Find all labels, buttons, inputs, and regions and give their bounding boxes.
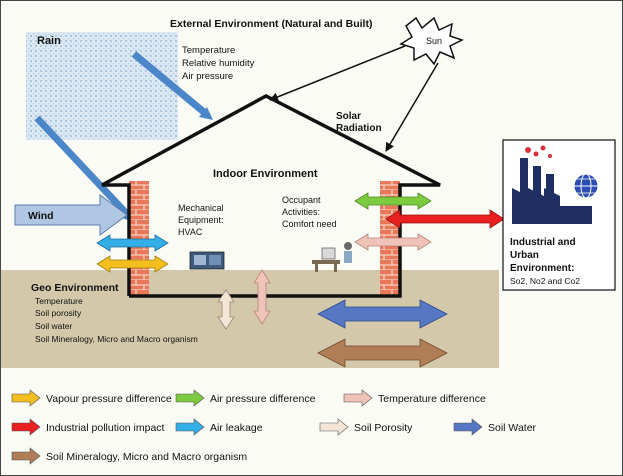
temperature-difference-arrow-floor [253, 269, 271, 325]
svg-text:HVAC: HVAC [178, 227, 203, 237]
sun-label: Sun [426, 36, 442, 46]
globe-icon [573, 173, 599, 199]
legend-item: Soil Mineralogy, Micro and Macro organis… [11, 447, 247, 465]
legend-item: Soil Porosity [319, 418, 413, 436]
soil-mineralogy-arrow [317, 338, 448, 368]
legend-label: Air pressure difference [210, 393, 316, 405]
svg-text:Activities:: Activities: [282, 207, 320, 217]
legend-label: Industrial pollution impact [46, 422, 165, 434]
atmosphere-temperature: Temperature [182, 45, 235, 56]
industrial-title-3: Environment: [510, 263, 574, 274]
svg-text:Occupant: Occupant [282, 195, 321, 205]
legend-label: Air leakage [210, 422, 263, 434]
rain-area [26, 32, 178, 140]
soil-porosity-arrow [217, 289, 235, 330]
geo-environment-list: Temperature Soil porosity Soil water Soi… [35, 296, 198, 344]
legend-swatch [175, 389, 205, 407]
industrial-pollution-arrow [385, 209, 505, 229]
air-pressure-arrow [354, 192, 432, 210]
indoor-environment-label: Indoor Environment [213, 168, 318, 180]
legend-item: Temperature difference [343, 389, 486, 407]
solar-radiation-label-2: Radiation [336, 123, 382, 134]
factory-icon [512, 145, 592, 224]
legend-label: Soil Porosity [354, 422, 413, 434]
legend: Vapour pressure difference Air pressure d… [11, 389, 537, 465]
left-brick-wall [129, 181, 149, 295]
industrial-pollutants: So2, No2 and Co2 [510, 276, 580, 286]
legend-item: Air leakage [175, 418, 263, 436]
legend-label: Vapour pressure difference [46, 393, 172, 405]
legend-swatch [319, 418, 349, 436]
sun-icon: Sun [399, 16, 464, 66]
legend-swatch [11, 447, 41, 465]
wind-label: Wind [28, 210, 54, 222]
left-wall-air-leakage-arrow [96, 234, 169, 252]
rain-label: Rain [37, 35, 61, 47]
legend-swatch [175, 418, 205, 436]
sun-to-wall-arrow [385, 62, 439, 152]
geo-environment-title: Geo Environment [31, 282, 119, 294]
hvac-unit-icon [189, 251, 225, 270]
left-wall-vapour-arrow [96, 255, 169, 273]
atmosphere-humidity: Relative humidity [182, 58, 255, 69]
legend-swatch [11, 389, 41, 407]
mechanical-equipment-label: Mechanical Equipment: HVAC [178, 203, 224, 237]
svg-text:Comfort need: Comfort need [282, 219, 337, 229]
svg-text:Equipment:: Equipment: [178, 215, 224, 225]
atmosphere-list: Temperature Relative humidity Air pressu… [182, 45, 255, 82]
legend-label: Soil Mineralogy, Micro and Macro organis… [46, 451, 247, 463]
geo-item: Soil porosity [35, 308, 82, 318]
legend-item: Air pressure difference [175, 389, 316, 407]
geo-item: Soil water [35, 321, 72, 331]
house-outline [101, 94, 441, 298]
soil-water-arrow [317, 299, 448, 329]
geo-item: Temperature [35, 296, 83, 306]
sun-to-roof-arrow [269, 45, 406, 102]
geo-item: Soil Mineralogy, Micro and Macro organis… [35, 334, 198, 344]
legend-item: Soil Water [453, 418, 537, 436]
solar-radiation-label-1: Solar [336, 111, 361, 122]
diagram-title: External Environment (Natural and Built) [170, 18, 372, 30]
legend-label: Temperature difference [378, 393, 486, 405]
atmosphere-pressure: Air pressure [182, 71, 233, 82]
legend-item: Industrial pollution impact [11, 418, 165, 436]
industrial-title-2: Urban [510, 250, 539, 261]
occupant-at-desk-icon [312, 242, 352, 272]
wind-arrow [14, 194, 128, 236]
industrial-title-1: Industrial and [510, 237, 576, 248]
legend-item: Vapour pressure difference [11, 389, 172, 407]
industrial-environment-box: Industrial and Urban Environment: So2, N… [502, 139, 616, 291]
legend-swatch [453, 418, 483, 436]
temperature-difference-arrow-wall [354, 233, 432, 251]
legend-swatch [343, 389, 373, 407]
legend-label: Soil Water [488, 422, 537, 434]
svg-text:Mechanical: Mechanical [178, 203, 224, 213]
occupant-activities-label: Occupant Activities: Comfort need [282, 195, 337, 229]
legend-swatch [11, 418, 41, 436]
